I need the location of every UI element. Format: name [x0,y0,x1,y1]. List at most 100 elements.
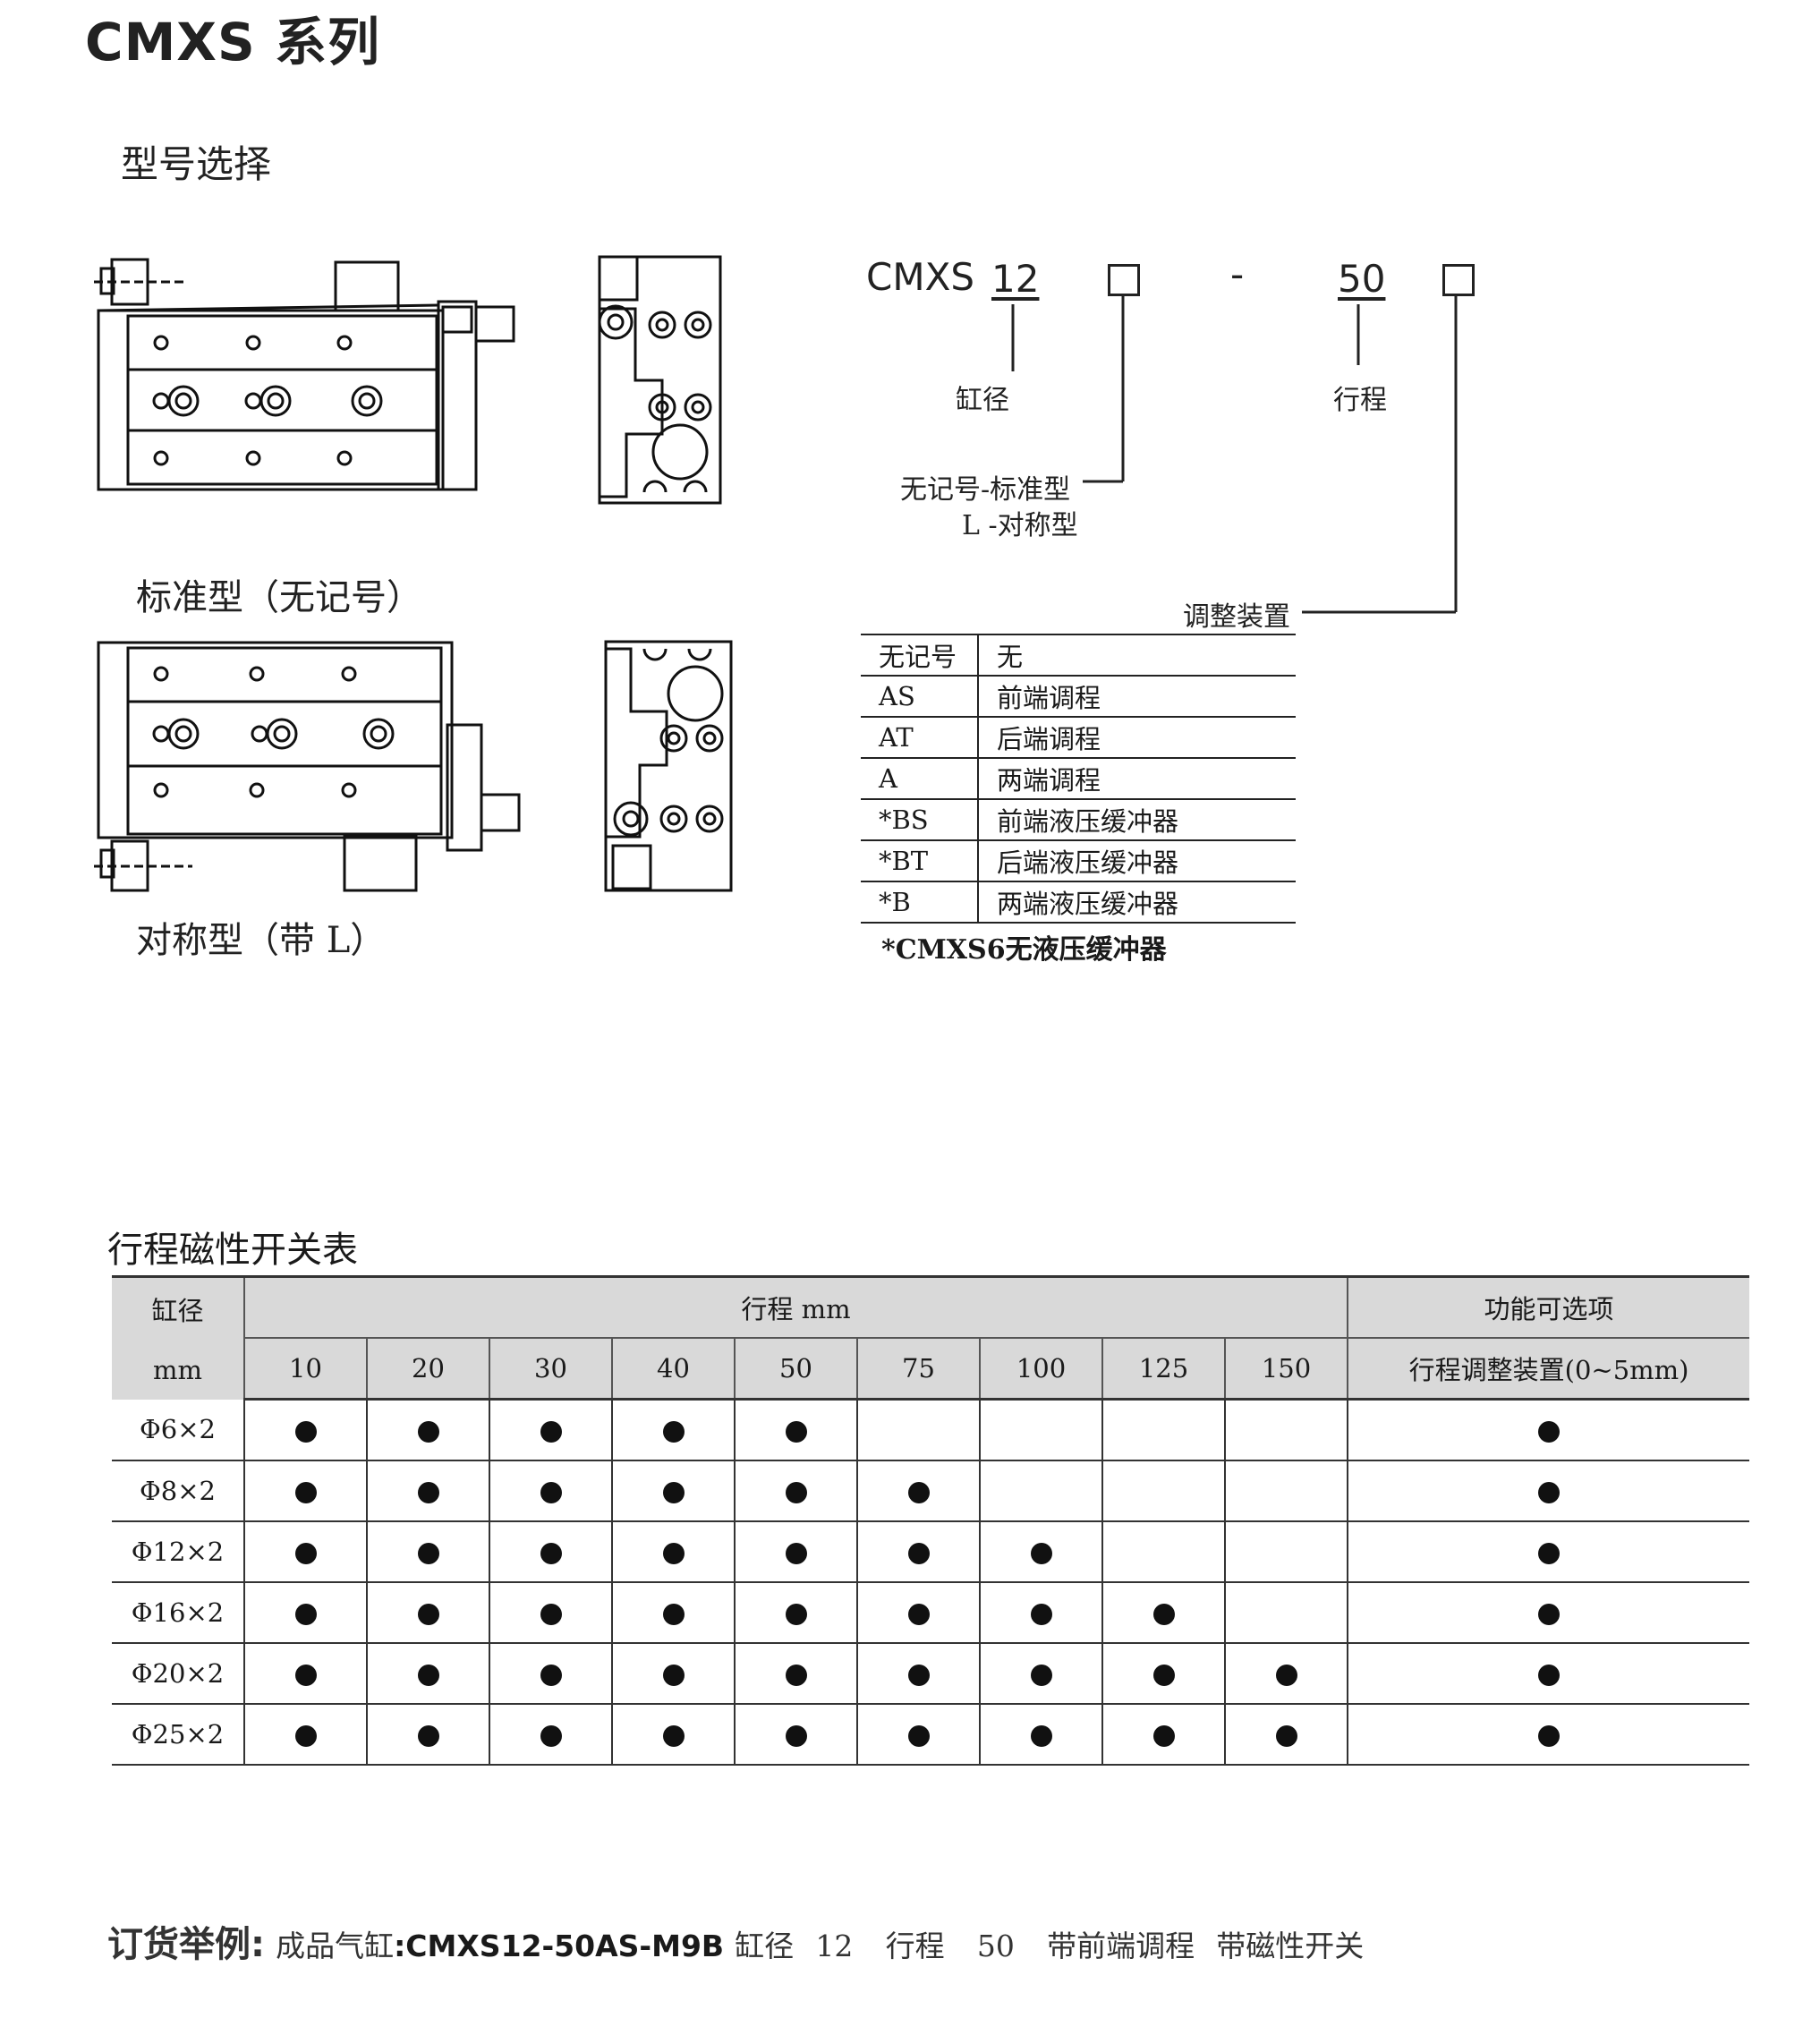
stroke-availability-cell [980,1704,1103,1766]
stroke-column-header: 20 [367,1338,490,1401]
stroke-availability-cell [1225,1643,1349,1705]
stroke-availability-cell [735,1643,858,1705]
available-dot-icon [540,1543,562,1564]
available-dot-icon [662,1543,685,1564]
stroke-availability-cell [367,1643,490,1705]
bore-label: 缸径 [956,385,1009,416]
available-dot-icon [1538,1543,1561,1564]
stroke-availability-cell [1225,1704,1349,1766]
table-row: Φ6×2 [112,1399,1750,1461]
model-code-leader-lines [1011,295,1458,614]
stroke-availability-cell [857,1521,981,1583]
stroke-availability-cell [980,1399,1103,1461]
bore-cell: Φ12×2 [112,1521,245,1583]
standard-side-view-drawing [94,258,515,491]
stroke-availability-cell [244,1582,368,1644]
stroke-availability-cell [489,1704,613,1766]
stroke-availability-cell [1102,1399,1226,1461]
available-dot-icon [662,1725,685,1747]
adjuster-availability-cell [1348,1460,1750,1522]
adjuster-description: 前端液压缓冲器 [978,799,1296,841]
table-row: Φ12×2 [112,1521,1750,1583]
stroke-column-header: 100 [980,1338,1103,1401]
stroke-availability-cell [612,1521,736,1583]
order-example-colon: : [394,1929,406,1963]
available-dot-icon [540,1421,562,1443]
order-example-feature-1: 带前端调程 [1047,1929,1195,1963]
stroke-availability-cell [1225,1460,1349,1522]
type-option-symmetric: L -对称型 [962,510,1078,541]
stroke-availability-cell [1102,1643,1226,1705]
available-dot-icon [540,1604,562,1625]
stroke-availability-cell [489,1582,613,1644]
bore-cell: Φ16×2 [112,1582,245,1644]
adjuster-description: 两端液压缓冲器 [978,881,1296,924]
adjuster-row: 无记号无 [861,634,1296,677]
stroke-availability-cell [980,1460,1103,1522]
function-subheader: 行程调整装置(0~5mm) [1348,1338,1750,1401]
stroke-availability-cell [980,1582,1103,1644]
adjuster-availability-cell [1348,1582,1750,1644]
available-dot-icon [417,1604,439,1625]
available-dot-icon [662,1421,685,1443]
available-dot-icon [1538,1421,1561,1443]
available-dot-icon [662,1482,685,1503]
model-code-adjuster-box [1442,264,1475,296]
stroke-availability-cell [367,1460,490,1522]
available-dot-icon [1030,1665,1052,1686]
order-example-code: CMXS12-50AS-M9B [405,1929,725,1963]
section-title: 型号选择 [121,142,272,186]
model-code-dash: - [1230,252,1245,296]
available-dot-icon [294,1482,317,1503]
stroke-column-header: 10 [244,1338,368,1401]
adjuster-code: A [861,758,979,800]
adjuster-code: *BS [861,799,979,841]
available-dot-icon [785,1665,807,1686]
order-example-product: 成品气缸 [276,1929,395,1963]
available-dot-icon [1030,1543,1052,1564]
available-dot-icon [907,1665,930,1686]
stroke-availability-cell [1102,1582,1226,1644]
stroke-availability-cell [612,1399,736,1461]
adjuster-availability-cell [1348,1521,1750,1583]
stroke-availability-cell [244,1460,368,1522]
available-dot-icon [294,1604,317,1625]
stroke-availability-cell [735,1582,858,1644]
order-example-bore-text: 缸径 [735,1929,795,1963]
adjuster-availability-cell [1348,1399,1750,1461]
stroke-availability-cell [980,1643,1103,1705]
adjuster-note: *CMXS6无液压缓冲器 [881,934,1167,966]
adjuster-description: 两端调程 [978,758,1296,800]
standard-end-view-drawing [598,255,722,505]
adjuster-availability-cell [1348,1704,1750,1766]
available-dot-icon [785,1421,807,1443]
stroke-availability-cell [244,1521,368,1583]
model-code-type-box [1108,264,1140,296]
stroke-column-header: 30 [489,1338,613,1401]
stroke-column-header: 75 [857,1338,981,1401]
stroke-availability-cell [857,1399,981,1461]
stroke-availability-cell [735,1399,858,1461]
adjuster-code: AT [861,717,979,759]
order-example-label: 订货举例: [107,1924,265,1965]
available-dot-icon [785,1543,807,1564]
adjuster-description: 前端调程 [978,676,1296,718]
stroke-availability-cell [489,1399,613,1461]
adjuster-description: 无 [978,634,1296,677]
stroke-availability-cell [980,1521,1103,1583]
page-title: CMXS 系列 [85,12,380,72]
stroke-availability-cell [1102,1704,1226,1766]
available-dot-icon [417,1725,439,1747]
available-dot-icon [1538,1725,1561,1747]
bore-header-unit: mm [153,1355,202,1385]
adjuster-code: *B [861,881,979,924]
available-dot-icon [785,1482,807,1503]
bore-header: 缸径 mm [112,1275,245,1400]
available-dot-icon [540,1482,562,1503]
model-code-stroke-value: 50 [1338,257,1386,301]
available-dot-icon [1152,1725,1175,1747]
table-row: Φ8×2 [112,1460,1750,1522]
available-dot-icon [1030,1604,1052,1625]
